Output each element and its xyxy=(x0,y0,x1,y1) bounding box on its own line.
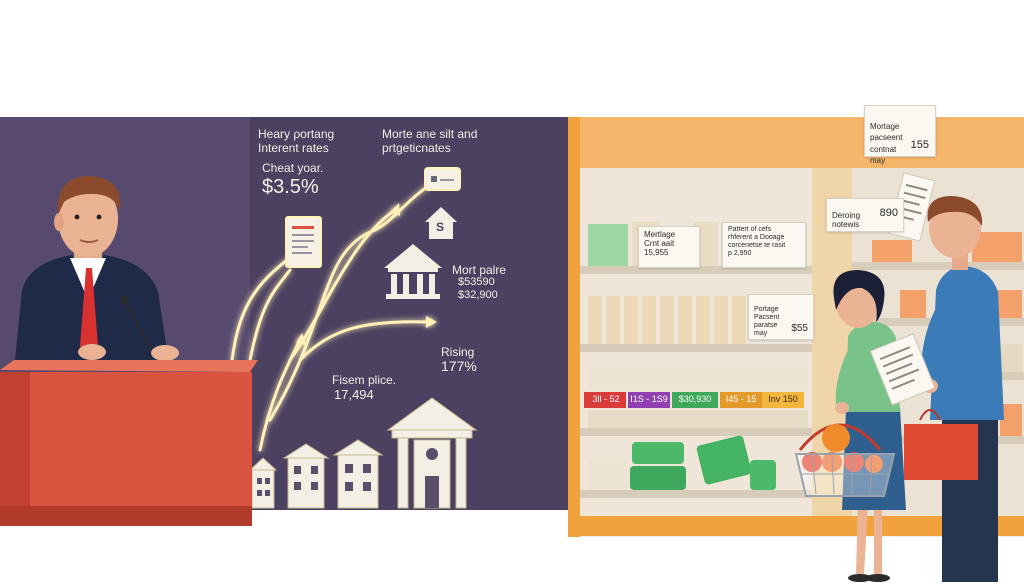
price-tag-top-value: 155 xyxy=(910,139,929,152)
price-tag-side: Deroing notewis 890 xyxy=(826,198,904,232)
speaker-hair xyxy=(57,176,121,215)
card-icon xyxy=(424,167,461,191)
price-strip-2: I1S - 1S9 xyxy=(630,394,668,404)
price-strip-3: $30,930 xyxy=(678,394,712,404)
stat-value-rate: $3.5% xyxy=(262,176,319,198)
bank-large xyxy=(386,397,478,509)
speaker-ear xyxy=(54,213,64,231)
house-3 xyxy=(332,439,384,509)
shelf-tag-3: Portage Pacsent paratse may $55 xyxy=(748,294,814,340)
house-windows xyxy=(257,448,439,508)
podium-base xyxy=(0,506,252,526)
price-tag-side-value: 890 xyxy=(879,207,898,219)
stat-label-rising: Rising xyxy=(441,345,475,359)
shopping-basket-icon xyxy=(794,423,896,497)
shelf-products xyxy=(588,222,1022,490)
shelf-tag-3-text: Portage Pacsent paratse may xyxy=(754,306,780,338)
arrow-curve-4 xyxy=(288,208,397,362)
woman-arm xyxy=(835,350,860,404)
receipt-icon xyxy=(869,333,936,406)
price-tag-top-text: Mortage pacseent contnat may xyxy=(870,121,903,166)
house-skyline xyxy=(248,397,478,509)
headline-interest-rates: Heary ρortang Interent rates xyxy=(258,127,335,155)
price-strip-4: I45 - 15 xyxy=(725,394,757,404)
woman-legs xyxy=(856,500,868,574)
shelf-tag-1: Mertlage Crnt aait 15,955 xyxy=(638,226,700,268)
speaker-head xyxy=(58,181,118,257)
arrow-curve-2 xyxy=(248,268,292,362)
store-header xyxy=(568,117,1024,169)
house-1 xyxy=(248,457,278,509)
price-strip-5: Inv 150 xyxy=(768,394,798,404)
shopping-bag-icon xyxy=(904,409,978,480)
stat-label-rate: Cheat yoar. xyxy=(262,161,324,175)
price-strip-1: 3ll - 52 xyxy=(592,394,620,404)
headline-mortgage-rates: Morte ane silt and prtgeticnates xyxy=(382,127,478,155)
man-hair xyxy=(927,196,983,226)
podium xyxy=(0,360,258,526)
price-tag-side-text: Deroing notewis xyxy=(832,211,861,230)
podium-top xyxy=(0,360,258,372)
man-shirt xyxy=(930,266,1004,420)
shelf-frame-left xyxy=(568,117,580,537)
bank-building-icon xyxy=(384,244,442,299)
shelf-frame-base xyxy=(568,516,1024,536)
arrow-curve-6 xyxy=(258,338,302,452)
rising-arrows xyxy=(230,176,442,452)
shelf-tag-3-value: $55 xyxy=(791,322,808,334)
shelf-tag-2: Pattert of cefs rhferent a Dooage corcen… xyxy=(722,222,806,268)
arrow-head-4 xyxy=(426,316,437,328)
stat-value-home-price: 17,494 xyxy=(334,387,374,402)
podium-edge xyxy=(0,372,30,520)
document-icon xyxy=(285,216,322,268)
tie-icon xyxy=(80,268,98,358)
speaker-hand-right xyxy=(151,345,179,361)
house-2 xyxy=(282,443,330,509)
stat-label-price: Mort palre xyxy=(452,263,507,277)
speaker-figure xyxy=(14,176,179,370)
dollar-house-icon xyxy=(425,207,457,239)
dollar-house-symbol: S xyxy=(436,220,445,234)
price-tag-top: Mortage pacseent contnat may 155 xyxy=(864,105,936,165)
stat-value-price: $53590 $32,900 xyxy=(458,276,498,301)
arrow-curve-5 xyxy=(298,320,432,362)
stat-label-home-price: Fisem plice. xyxy=(332,373,397,387)
podium-body xyxy=(0,372,252,512)
price-strip-backgrounds xyxy=(584,392,804,408)
arrow-curve-3 xyxy=(268,176,442,422)
man-arm xyxy=(921,300,950,384)
stat-value-rising: 177% xyxy=(441,358,477,374)
woman-hair xyxy=(833,270,885,322)
speaker-hand-left xyxy=(78,344,106,360)
arrow-head-5 xyxy=(296,333,306,345)
microphone-icon xyxy=(120,295,128,305)
microphone-stand xyxy=(123,299,153,351)
arrow-head-3 xyxy=(390,203,400,216)
